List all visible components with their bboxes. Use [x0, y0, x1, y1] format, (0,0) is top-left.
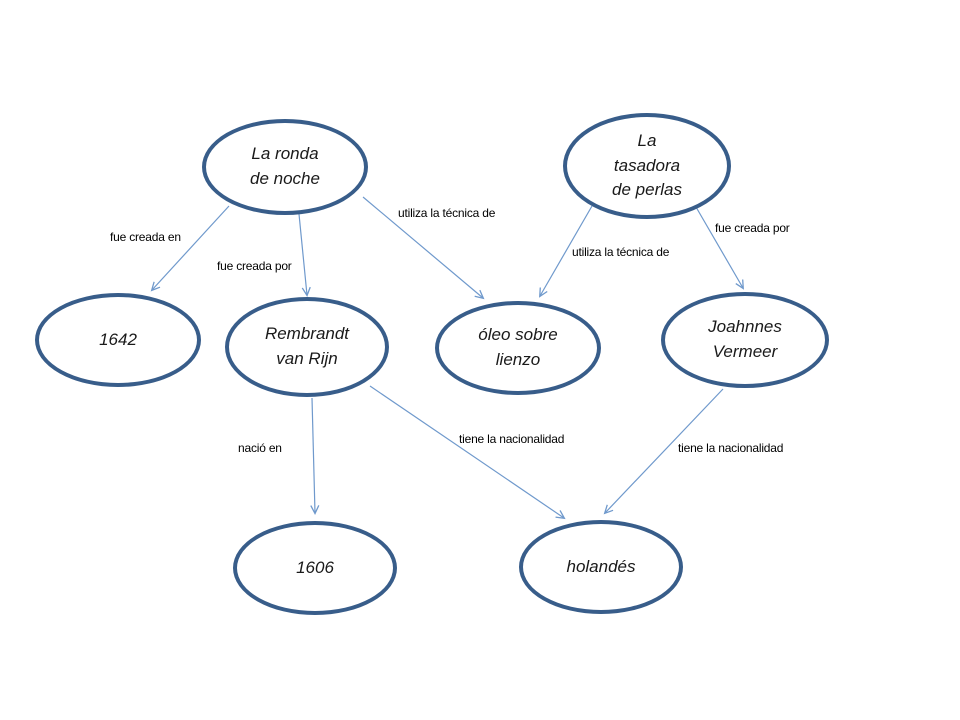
node-label: La tasadora de perlas [612, 131, 682, 200]
node-joahnnes-vermeer[interactable]: Joahnnes Vermeer [661, 292, 829, 388]
edge-label-utiliza-tecnica-right: utiliza la técnica de [572, 245, 670, 259]
node-label: Joahnnes Vermeer [708, 317, 782, 361]
node-holandes[interactable]: holandés [519, 520, 683, 614]
edge-ronda-1642 [150, 205, 230, 292]
edge-rembrandt-1606 [310, 397, 320, 515]
edge-label-fue-creada-por-right: fue creada por [715, 221, 790, 235]
edge-rembrandt-holandes [369, 385, 566, 520]
node-label: holandés [566, 556, 636, 576]
edge-label-fue-creada-en: fue creada en [110, 230, 181, 244]
edge-tasadora-vermeer [695, 206, 744, 290]
node-1606[interactable]: 1606 [233, 521, 397, 615]
node-label: Rembrandt van Rijn [264, 324, 350, 368]
node-la-tasadora-de-perlas[interactable]: La tasadora de perlas [563, 113, 731, 219]
node-rembrandt-van-rijn[interactable]: Rembrandt van Rijn [225, 297, 389, 397]
edge-label-tiene-nacionalidad-right: tiene la nacionalidad [678, 441, 784, 455]
node-label: óleo sobre lienzo [478, 325, 558, 369]
edge-label-tiene-nacionalidad-left: tiene la nacionalidad [459, 432, 565, 446]
node-label: 1642 [99, 329, 137, 349]
edge-ronda-rembrandt [298, 213, 311, 297]
edge-label-fue-creada-por-left: fue creada por [217, 259, 292, 273]
node-oleo-sobre-lienzo[interactable]: óleo sobre lienzo [435, 301, 601, 395]
node-1642[interactable]: 1642 [35, 293, 201, 387]
node-la-ronda-de-noche[interactable]: La ronda de noche [202, 119, 368, 215]
node-label: 1606 [296, 557, 334, 577]
node-label: La ronda de noche [250, 144, 320, 188]
edge-label-utiliza-tecnica-left: utiliza la técnica de [398, 206, 496, 220]
edge-label-nacio-en: nació en [238, 441, 282, 455]
